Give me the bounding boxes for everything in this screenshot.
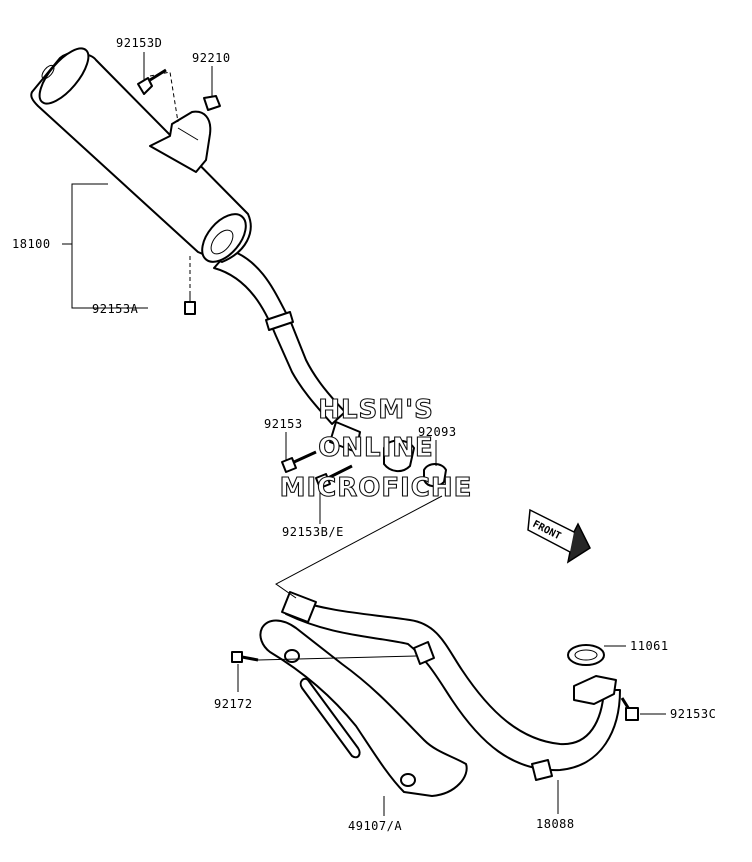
gasket-92093[interactable] xyxy=(423,463,447,488)
bolt-92153C[interactable] xyxy=(620,697,639,721)
leader-lines xyxy=(62,52,666,816)
label-18100: 18100 xyxy=(12,237,51,251)
watermark-line-3: MICROFICHE xyxy=(280,473,473,503)
gasket-ring-11061[interactable] xyxy=(567,644,605,666)
label-92153: 92153 xyxy=(264,417,303,431)
label-11061: 11061 xyxy=(630,639,669,653)
label-92172: 92172 xyxy=(214,697,253,711)
bolt-92153D[interactable] xyxy=(137,68,167,95)
bolt-92153[interactable] xyxy=(281,450,317,473)
watermark-line-2: ONLINE xyxy=(318,433,434,463)
header-pipe-18088[interactable] xyxy=(281,591,621,781)
label-92153D: 92153D xyxy=(116,36,162,50)
label-92093: 92093 xyxy=(418,425,457,439)
bolt-92153BE[interactable] xyxy=(315,464,353,489)
label-18088: 18088 xyxy=(536,817,575,831)
bolt-92153A[interactable] xyxy=(184,294,196,315)
muffler-18100[interactable] xyxy=(30,41,361,453)
label-92210: 92210 xyxy=(192,51,231,65)
heat-guard-49107A[interactable] xyxy=(259,619,468,797)
watermark-line-1: HLSM'S xyxy=(318,395,434,425)
label-92153BE: 92153B/E xyxy=(282,525,344,539)
label-92153A: 92153A xyxy=(92,302,139,316)
clamp[interactable] xyxy=(383,439,415,472)
bolt-92172[interactable] xyxy=(231,651,259,663)
watermark: HLSM'S ONLINE MICROFICHE xyxy=(279,394,473,503)
label-92153C: 92153C xyxy=(670,707,716,721)
front-arrow: FRONT xyxy=(527,508,591,564)
grommet-92210[interactable] xyxy=(203,95,221,111)
label-49107A: 49107/A xyxy=(348,819,402,833)
